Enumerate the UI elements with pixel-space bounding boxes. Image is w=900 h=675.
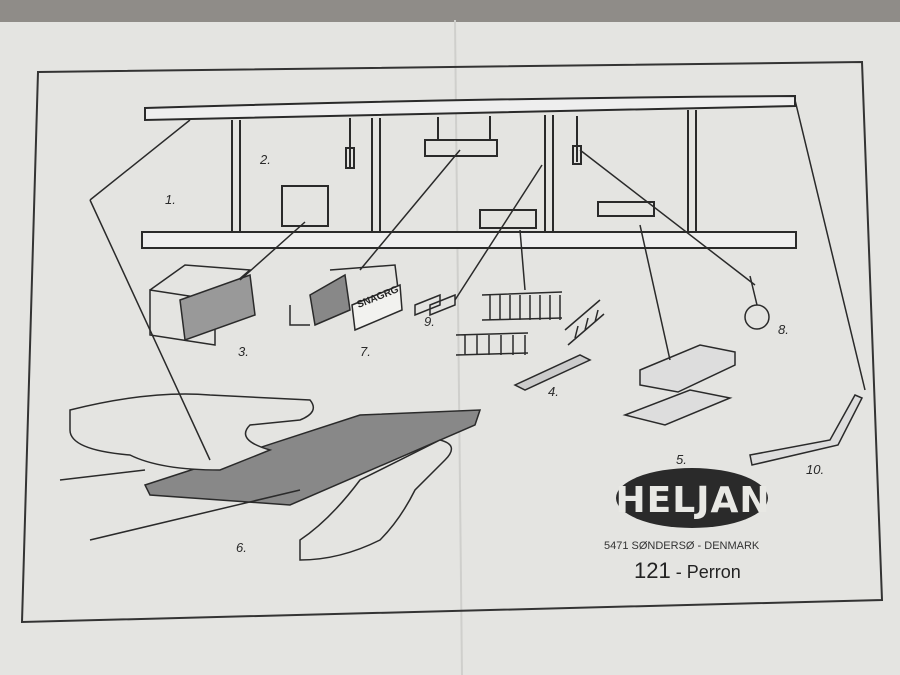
part-label-10: 10. — [806, 462, 825, 477]
platform-canopy — [144, 94, 796, 232]
part-label-9: 9. — [424, 314, 435, 329]
part-label-6: 6. — [236, 540, 247, 555]
heljan-logo — [616, 468, 768, 528]
part-label-7: 7. — [360, 344, 371, 359]
parts-drawings — [59, 99, 866, 561]
border-frame — [20, 60, 884, 624]
part-label-3: 3. — [238, 344, 249, 359]
manufacturer-address: 5471 SØNDERSØ - DENMARK — [604, 540, 760, 552]
part-label-5: 5. — [676, 452, 687, 467]
part-label-1: 1. — [165, 192, 176, 207]
part-label-8: 8. — [778, 322, 789, 337]
product-title: 121 - Perron — [634, 558, 741, 584]
part-label-4: 4. — [548, 384, 559, 399]
part-label-2: 2. — [260, 152, 271, 167]
platform-base — [141, 231, 797, 249]
heljan-logo-text: HELJAN — [615, 479, 771, 521]
product-separator: - — [675, 562, 682, 582]
product-name: Perron — [686, 562, 741, 582]
product-number: 121 — [634, 558, 671, 583]
